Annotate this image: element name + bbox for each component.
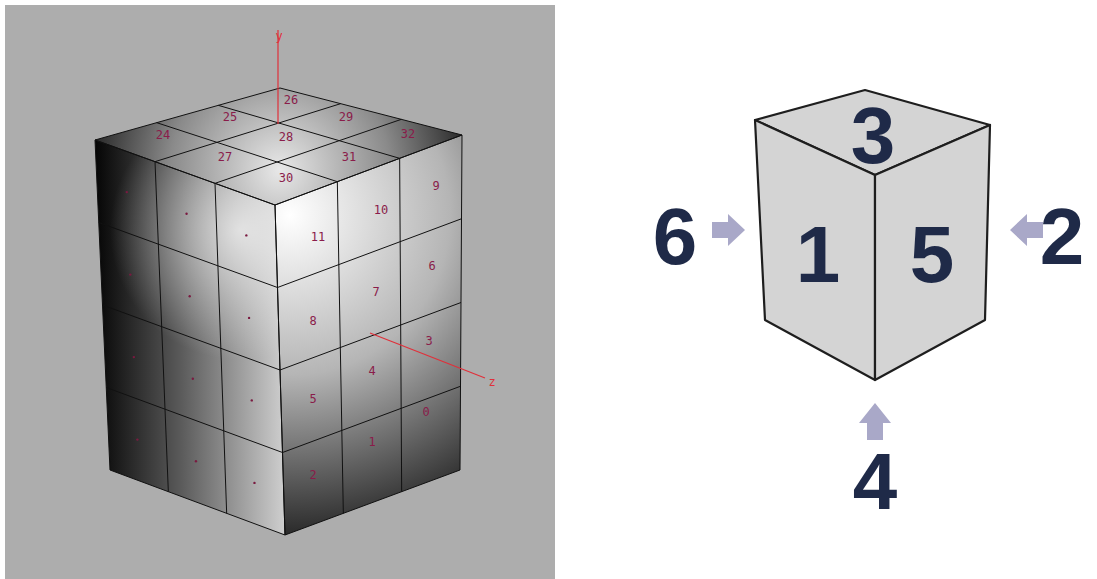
grid-line [155, 104, 341, 162]
cell-number: 11 [311, 230, 325, 244]
cell-number: 3 [425, 334, 432, 348]
grid-line [110, 470, 285, 535]
cell-number: 30 [279, 171, 293, 185]
face-dot [245, 234, 247, 236]
cell-number: 24 [156, 128, 170, 142]
grid-line [103, 305, 281, 370]
cell-number: 26 [284, 93, 298, 107]
grid-line [280, 303, 461, 371]
cell-number: 31 [342, 150, 356, 164]
cell-number: 25 [223, 110, 237, 124]
axis-label: y [275, 29, 282, 43]
face-grid [95, 88, 462, 535]
cell-number: 27 [218, 150, 232, 164]
cell-number: 8 [309, 314, 316, 328]
cell-number: 9 [432, 179, 439, 193]
grid-line [99, 223, 278, 288]
face-dots [126, 191, 256, 484]
y-axis [277, 30, 278, 124]
grid-line [95, 140, 275, 205]
cell-number: 7 [372, 285, 379, 299]
direction-number: 4 [853, 436, 898, 528]
cell-number: 6 [428, 259, 435, 273]
face-dot [248, 317, 250, 319]
grid-line [283, 386, 461, 452]
face-dot [251, 399, 253, 401]
arrow-right [712, 214, 745, 246]
face-dot [188, 295, 190, 297]
cell-number: 1 [368, 435, 375, 449]
face-dot [136, 438, 138, 440]
face-number: 1 [796, 215, 841, 295]
cell-number: 32 [401, 127, 415, 141]
face-dot [129, 273, 131, 275]
cell-number: 28 [279, 130, 293, 144]
left-face [95, 140, 285, 535]
direction-number: 2 [1040, 191, 1085, 283]
face-dot [195, 460, 197, 462]
cell-number: 4 [368, 364, 375, 378]
cell-number: 0 [422, 405, 429, 419]
face-dot [253, 482, 255, 484]
right-face [275, 135, 462, 535]
grid-line [280, 88, 462, 135]
grid-line [275, 135, 462, 205]
face-number: 5 [910, 215, 955, 295]
cell-number: 5 [309, 392, 316, 406]
face-dot [185, 213, 187, 215]
face-dot [192, 378, 194, 380]
grid-line [106, 388, 282, 453]
grid-line [275, 135, 462, 205]
arrow-left [1010, 214, 1043, 246]
left-face-highlight [95, 140, 285, 535]
arrow-up [859, 403, 891, 440]
face-dot [133, 356, 135, 358]
face-number: 3 [851, 96, 896, 176]
cell-number: 10 [374, 203, 388, 217]
face-polygon [755, 120, 875, 380]
face-polygon [875, 125, 990, 380]
face-dot [126, 191, 128, 193]
grid-line [95, 88, 280, 140]
cell-number: 2 [309, 468, 316, 482]
grid-line [278, 219, 462, 288]
right-face: 5 [875, 125, 990, 380]
cell-number: 29 [339, 110, 353, 124]
axis-label: z [488, 375, 495, 389]
grid-line [215, 119, 401, 183]
front-face: 1 [755, 120, 875, 380]
direction-number: 6 [653, 191, 698, 283]
z-axis [370, 333, 485, 378]
render-background [5, 5, 555, 579]
